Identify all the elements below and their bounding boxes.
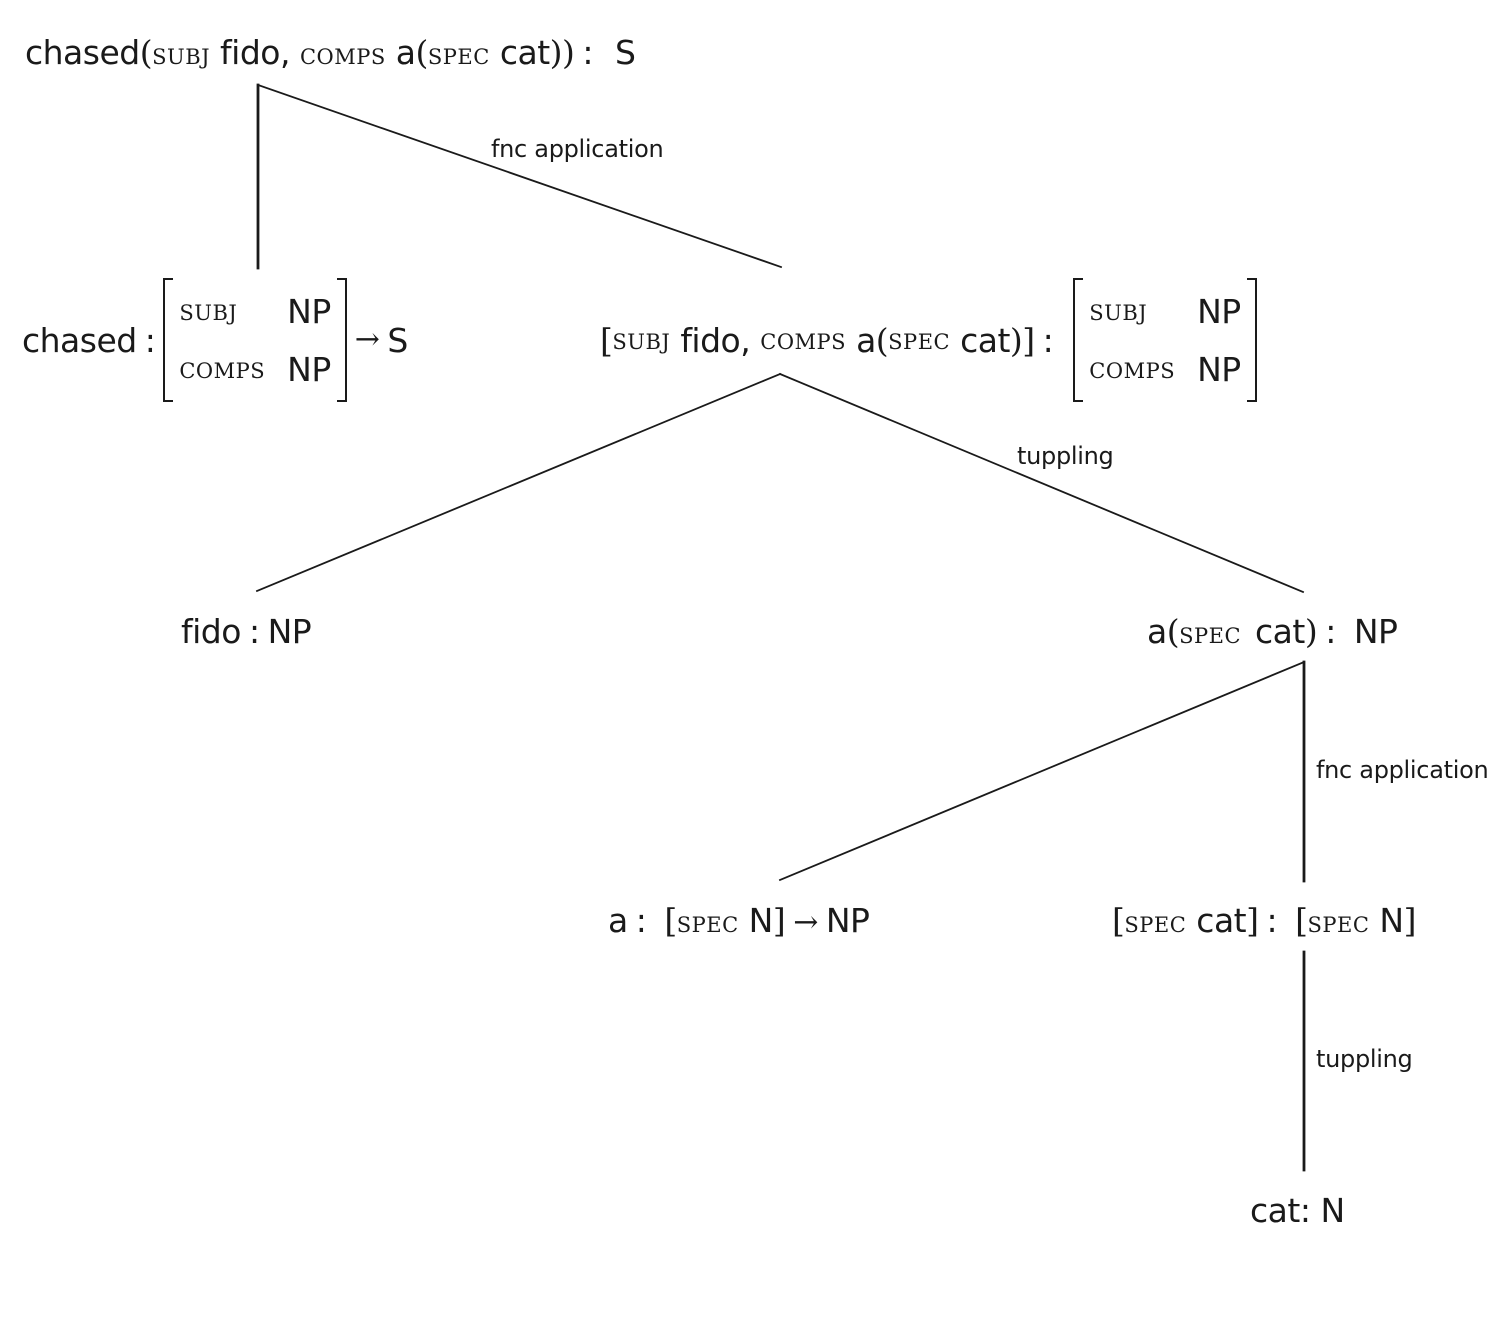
- edge-a-spec-cat-to-a: [778, 660, 1306, 882]
- root-attr-subj: subj: [152, 37, 211, 72]
- root-value-fido: fido: [220, 33, 280, 72]
- root-functor: chased: [25, 33, 140, 72]
- root-rparen: ): [562, 33, 575, 72]
- spec-cat-type-value: N: [1379, 901, 1404, 940]
- chased-colon: :: [144, 320, 156, 360]
- spec-cat-type-attr: spec: [1307, 905, 1370, 940]
- spec-cat-type-lbrack: [: [1295, 901, 1308, 940]
- spec-cat-type-rbrack: ]: [1403, 901, 1417, 940]
- spec-cat-lbrack: [: [1112, 901, 1125, 940]
- a-spec-cat-attr: spec: [1179, 616, 1242, 651]
- a-spec-cat-rparen: ): [1304, 612, 1318, 651]
- a-rbrack: ]: [772, 901, 786, 940]
- chased-result: S: [387, 320, 408, 360]
- tuple-value-cat: cat: [960, 320, 1010, 360]
- tuple-lbrack: [: [600, 320, 613, 360]
- chased-word: chased: [22, 320, 137, 360]
- a-arg-attr: spec: [676, 905, 739, 940]
- a-lbrack: [: [664, 901, 677, 940]
- arrow-icon: →: [354, 322, 380, 357]
- avm-value-np: NP: [287, 291, 331, 331]
- a-spec-cat-lparen: (: [1166, 612, 1180, 651]
- node-tuple: [subj fido, comps a(spec cat)] : subj NP…: [600, 278, 1258, 402]
- root-inner-lparen: (: [415, 33, 429, 72]
- avm-attr-subj: subj: [1089, 293, 1148, 328]
- node-spec-cat: [spec cat]:[spec N]: [1112, 904, 1416, 938]
- a-spec-cat-functor: a: [1147, 612, 1167, 651]
- avm-value-np: NP: [1197, 291, 1241, 331]
- edge-label-tuple-rule: tuppling: [1017, 442, 1114, 470]
- node-cat: cat:N: [1250, 1194, 1345, 1227]
- a-colon: :: [635, 901, 647, 940]
- tuple-attr-spec: spec: [888, 322, 951, 357]
- fido-colon: :: [248, 612, 260, 651]
- a-spec-cat-type: NP: [1353, 612, 1398, 651]
- root-attr-comps: comps: [299, 37, 386, 72]
- root-colon: :: [582, 33, 594, 72]
- a-spec-cat-colon: :: [1325, 612, 1336, 651]
- node-fido: fido:NP: [181, 612, 312, 651]
- edge-label-a-spec-cat-rule: fnc application: [1316, 756, 1489, 784]
- tuple-value-fido: fido: [680, 320, 741, 360]
- cat-type: N: [1320, 1191, 1345, 1230]
- edge-label-spec-cat-rule: tuppling: [1316, 1045, 1413, 1073]
- root-inner-rparen: ): [549, 33, 563, 72]
- avm-value-np: NP: [1197, 349, 1241, 389]
- tuple-inner-rparen: ): [1009, 320, 1023, 360]
- tuple-comma: ,: [740, 320, 751, 360]
- root-lparen: (: [139, 33, 153, 72]
- edge-root-to-tuple: [256, 83, 783, 269]
- a-arg-type: N: [748, 901, 774, 940]
- spec-cat-colon: :: [1266, 901, 1278, 940]
- node-a-spec-cat: a(spec cat): NP: [1147, 612, 1398, 651]
- a-result: NP: [825, 901, 870, 940]
- root-value-a: a: [395, 33, 416, 72]
- edge-tuple-to-fido: [255, 372, 782, 593]
- tuple-avm: subj NP comps NP: [1073, 278, 1258, 402]
- edge-tuple-to-a-spec-cat: [778, 372, 1305, 594]
- tuple-attr-comps: comps: [760, 322, 847, 357]
- tuple-attr-subj: subj: [612, 322, 671, 357]
- spec-cat-rbrack: ]: [1246, 901, 1259, 940]
- avm-row: subj NP: [179, 282, 331, 340]
- node-a: a: [spec N]→NP: [608, 901, 870, 940]
- edge-label-root-rule: fnc application: [491, 135, 664, 163]
- avm-row: comps NP: [1089, 340, 1241, 398]
- cat-colon: :: [1299, 1191, 1311, 1230]
- node-chased: chased : subj NP comps NP → S: [22, 278, 408, 402]
- avm-row: comps NP: [179, 340, 331, 398]
- avm-attr-comps: comps: [179, 351, 266, 386]
- avm-value-np: NP: [287, 349, 331, 389]
- a-spec-cat-value: cat: [1255, 612, 1305, 651]
- root-attr-spec: spec: [427, 37, 490, 72]
- fido-type: NP: [267, 612, 312, 651]
- tuple-rbrack: ]: [1022, 320, 1035, 360]
- root-value-cat: cat: [499, 33, 550, 72]
- tuple-inner-lparen: (: [875, 320, 889, 360]
- chased-avm: subj NP comps NP: [163, 278, 348, 402]
- fido-word: fido: [181, 612, 241, 651]
- root-comma: ,: [279, 33, 291, 72]
- root-type: S: [615, 33, 636, 72]
- tuple-value-a: a: [856, 320, 876, 360]
- node-root: chased(subj fido, comps a(spec cat)): S: [25, 33, 636, 72]
- spec-cat-attr: spec: [1124, 905, 1187, 940]
- a-word: a: [608, 901, 628, 940]
- avm-attr-subj: subj: [179, 293, 238, 328]
- spec-cat-value: cat: [1196, 901, 1247, 940]
- avm-row: subj NP: [1089, 282, 1241, 340]
- tuple-colon: :: [1042, 320, 1054, 360]
- arrow-icon: →: [793, 905, 818, 940]
- cat-word: cat: [1250, 1191, 1300, 1230]
- avm-attr-comps: comps: [1089, 351, 1176, 386]
